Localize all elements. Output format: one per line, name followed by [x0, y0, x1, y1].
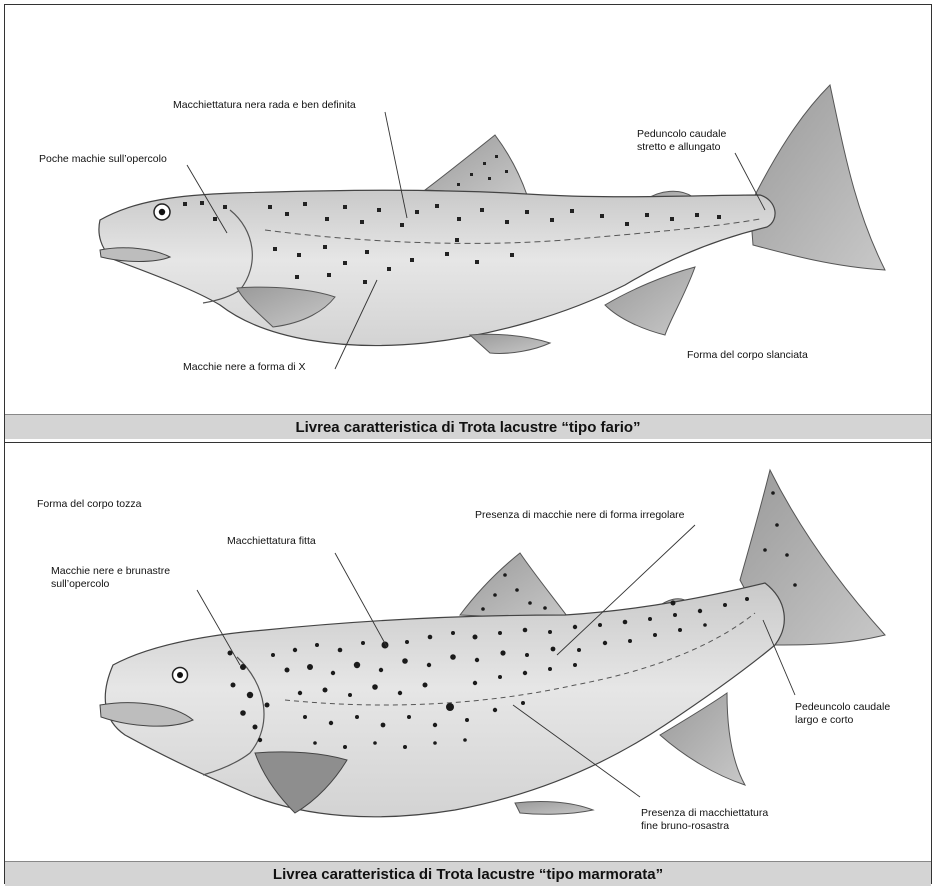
label-forma-slanciata: Forma del corpo slanciata: [687, 349, 808, 362]
label-fine-line1: Presenza di macchiettatura: [641, 807, 768, 820]
label-macchie-x: Macchie nere a forma di X: [183, 361, 306, 374]
label-opercolo-line1: Macchie nere e brunastre: [51, 565, 170, 578]
label-poche-macchie-opercolo: Poche machie sull’opercolo: [39, 153, 167, 166]
fario-caption: Livrea caratteristica di Trota lacustre …: [295, 419, 640, 436]
label-opercolo-line2: sull’opercolo: [51, 578, 109, 591]
label-macchie-irregolari: Presenza di macchie nere di forma irrego…: [475, 509, 685, 522]
label-pedeuncolo-line2: largo e corto: [795, 714, 853, 727]
fario-panel: Macchiettatura nera rada e ben definita …: [5, 5, 931, 441]
label-macchiettatura-rada: Macchiettatura nera rada e ben definita: [173, 99, 356, 112]
label-peduncolo-line1: Peduncolo caudale: [637, 128, 726, 141]
marmorata-caption-bar: Livrea caratteristica di Trota lacustre …: [5, 861, 931, 886]
figure-frame: Macchiettatura nera rada e ben definita …: [4, 4, 932, 884]
label-forma-tozza: Forma del corpo tozza: [37, 498, 141, 511]
fario-caption-bar: Livrea caratteristica di Trota lacustre …: [5, 414, 931, 439]
marmorata-panel: Forma del corpo tozza Macchiettatura fit…: [5, 442, 931, 886]
marmorata-caption: Livrea caratteristica di Trota lacustre …: [273, 866, 663, 883]
label-fine-line2: fine bruno-rosastra: [641, 820, 729, 833]
label-macchiettatura-fitta: Macchiettatura fitta: [227, 535, 316, 548]
label-peduncolo-line2: stretto e allungato: [637, 141, 720, 154]
label-pedeuncolo-line1: Pedeuncolo caudale: [795, 701, 890, 714]
